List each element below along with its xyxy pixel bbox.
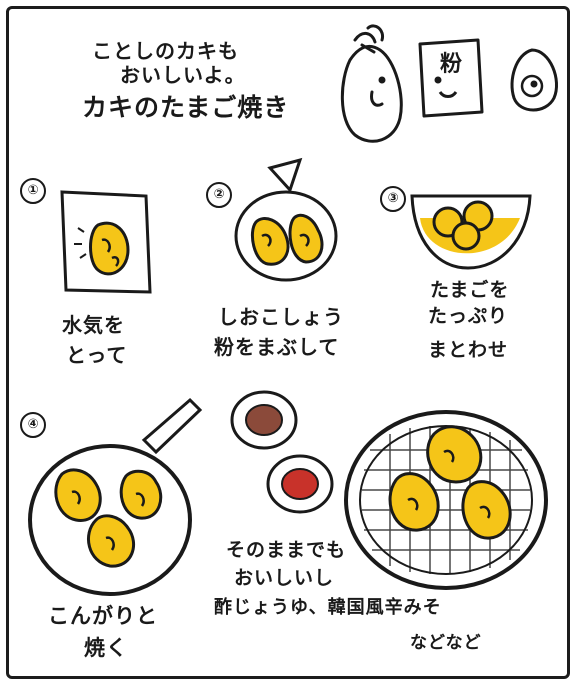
step2-caption-line-1: しおこしょう (218, 305, 344, 329)
step1-caption-line-2: とって (66, 343, 128, 367)
step4-frying-pan (28, 397, 203, 596)
step2-bag-oysters (234, 157, 338, 282)
step4-caption-line-1: こんがりと (48, 604, 158, 628)
flour-label: 粉 (440, 52, 464, 77)
serving-line-2: おいしいし (234, 567, 335, 589)
serving-line-3: 酢じょうゆ、韓国風辛みそ (214, 597, 442, 618)
step1-number: ① (20, 178, 46, 204)
step3-bowl-egg (410, 194, 532, 270)
step2-caption-line-2: 粉をまぶして (214, 335, 340, 359)
intro-line-1: ことしのカキも (92, 39, 239, 63)
step3-caption-line-2: たっぷり (428, 305, 509, 327)
step3-number: ③ (380, 186, 406, 212)
grill-plate (344, 410, 548, 590)
egg-icon (510, 48, 559, 112)
step3-caption-line-3: まとわせ (428, 339, 509, 361)
intro-line-2: おいしいよ。 (120, 63, 246, 87)
page-border (6, 6, 570, 679)
recipe-title: カキのたまご焼き (82, 93, 290, 122)
step3-caption-line-1: たまごを (430, 279, 510, 301)
step1-towel-oyster (60, 190, 152, 294)
oyster-shell-icon (340, 24, 403, 143)
step1-caption-line-1: 水気を (62, 313, 125, 337)
serving-line-4: などなど (410, 633, 482, 653)
step2-number: ② (206, 182, 232, 208)
serving-line-1: そのままでも (226, 539, 347, 561)
sauce-dish-soy (230, 390, 298, 450)
flour-bag-icon (418, 38, 484, 118)
step4-caption-line-2: 焼く (84, 636, 128, 660)
sauce-dish-spicy (266, 454, 334, 514)
step4-number: ④ (20, 412, 46, 438)
